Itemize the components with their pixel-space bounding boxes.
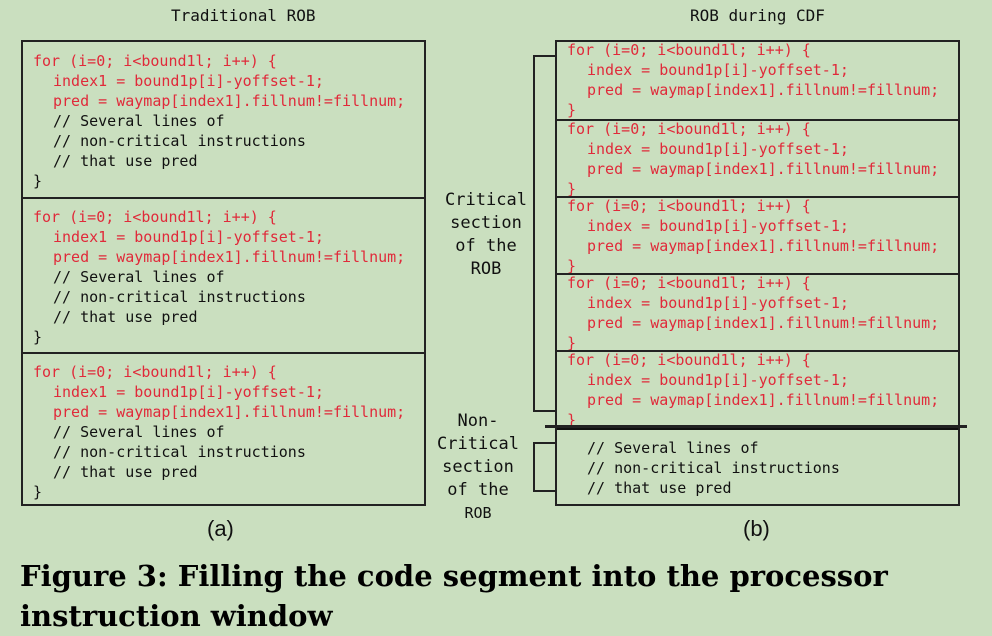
for-line: for (i=0; i<bound1l; i++) { (33, 52, 277, 70)
index1-line: index1 = bound1p[i]-yoffset-1; (53, 228, 324, 246)
label-line: section (442, 457, 514, 477)
index1-line: index1 = bound1p[i]-yoffset-1; (53, 72, 324, 90)
for-line: for (i=0; i<bound1l; i++) { (567, 120, 811, 138)
for-line: for (i=0; i<bound1l; i++) { (567, 197, 811, 215)
subfigure-a-label: (a) (207, 516, 234, 541)
label-line: ROB (464, 504, 492, 522)
for-line: for (i=0; i<bound1l; i++) { (567, 41, 811, 59)
comment-line: // non-critical instructions (53, 288, 306, 306)
figure-caption: Figure 3: Filling the code segment into … (20, 559, 888, 633)
rob-block: for (i=0; i<bound1l; i++) { index1 = bou… (23, 197, 424, 352)
label-line: of the (447, 480, 509, 500)
critical-bracket-top (533, 55, 555, 57)
label-line: Critical (437, 434, 519, 454)
critical-divider (545, 425, 967, 428)
index-line: index = bound1p[i]-yoffset-1; (587, 294, 849, 312)
close-brace: } (33, 328, 43, 346)
close-brace: } (567, 411, 577, 429)
pred-line: pred = waymap[index1].fillnum!=fillnum; (53, 248, 406, 266)
pred-line: pred = waymap[index1].fillnum!=fillnum; (587, 81, 940, 99)
pred-line: pred = waymap[index1].fillnum!=fillnum; (587, 237, 940, 255)
for-line: for (i=0; i<bound1l; i++) { (567, 274, 811, 292)
traditional-rob: for (i=0; i<bound1l; i++) { index1 = bou… (21, 40, 426, 506)
comment-line: // that use pred (53, 308, 198, 326)
for-line: for (i=0; i<bound1l; i++) { (567, 351, 811, 369)
pred-line: pred = waymap[index1].fillnum!=fillnum; (587, 314, 940, 332)
noncritical-bracket-bottom (533, 490, 555, 492)
comment-line: // that use pred (53, 463, 198, 481)
noncritical-bracket-top (533, 442, 555, 444)
close-brace: } (567, 257, 577, 275)
right-title: ROB during CDF (690, 6, 825, 25)
critical-block: for (i=0; i<bound1l; i++) { index = boun… (557, 350, 958, 429)
critical-section-label: Critical section of the ROB (436, 189, 536, 281)
rob-block: for (i=0; i<bound1l; i++) { index1 = bou… (23, 42, 424, 197)
for-line: for (i=0; i<bound1l; i++) { (33, 208, 277, 226)
comment-line: // Several lines of (53, 268, 225, 286)
critical-block: for (i=0; i<bound1l; i++) { index = boun… (557, 273, 958, 352)
close-brace: } (33, 172, 43, 190)
index-line: index = bound1p[i]-yoffset-1; (587, 140, 849, 158)
close-brace: } (567, 101, 577, 119)
pred-line: pred = waymap[index1].fillnum!=fillnum; (587, 160, 940, 178)
critical-bracket-vertical (533, 55, 535, 411)
for-line: for (i=0; i<bound1l; i++) { (33, 363, 277, 381)
index-line: index = bound1p[i]-yoffset-1; (587, 217, 849, 235)
label-line: of the (455, 236, 517, 256)
comment-line: // Several lines of (53, 112, 225, 130)
label-line: section (450, 213, 522, 233)
cdf-rob: for (i=0; i<bound1l; i++) { index = boun… (555, 40, 960, 506)
critical-block: for (i=0; i<bound1l; i++) { index = boun… (557, 196, 958, 275)
pred-line: pred = waymap[index1].fillnum!=fillnum; (587, 391, 940, 409)
label-line: ROB (470, 259, 502, 279)
comment-line: // non-critical instructions (587, 459, 840, 477)
label-line: Critical (445, 190, 527, 210)
noncritical-section-label: Non- Critical section of the ROB (428, 410, 528, 525)
comment-line: // that use pred (53, 152, 198, 170)
critical-block: for (i=0; i<bound1l; i++) { index = boun… (557, 119, 958, 198)
close-brace: } (567, 334, 577, 352)
comment-line: // that use pred (587, 479, 732, 497)
index-line: index = bound1p[i]-yoffset-1; (587, 371, 849, 389)
label-line: Non- (457, 411, 499, 431)
comment-line: // non-critical instructions (53, 132, 306, 150)
comment-line: // Several lines of (53, 423, 225, 441)
pred-line: pred = waymap[index1].fillnum!=fillnum; (53, 92, 406, 110)
rob-block: for (i=0; i<bound1l; i++) { index1 = bou… (23, 352, 424, 504)
subfigure-b-label: (b) (743, 516, 770, 541)
comment-line: // non-critical instructions (53, 443, 306, 461)
close-brace: } (567, 180, 577, 198)
index1-line: index1 = bound1p[i]-yoffset-1; (53, 383, 324, 401)
critical-bracket-bottom (533, 410, 555, 412)
noncritical-bracket-vertical (533, 442, 535, 491)
critical-block: for (i=0; i<bound1l; i++) { index = boun… (557, 41, 958, 119)
left-title: Traditional ROB (171, 6, 316, 25)
comment-line: // Several lines of (587, 439, 759, 457)
pred-line: pred = waymap[index1].fillnum!=fillnum; (53, 403, 406, 421)
close-brace: } (33, 483, 43, 501)
noncritical-block: // Several lines of // non-critical inst… (557, 427, 958, 504)
index-line: index = bound1p[i]-yoffset-1; (587, 61, 849, 79)
